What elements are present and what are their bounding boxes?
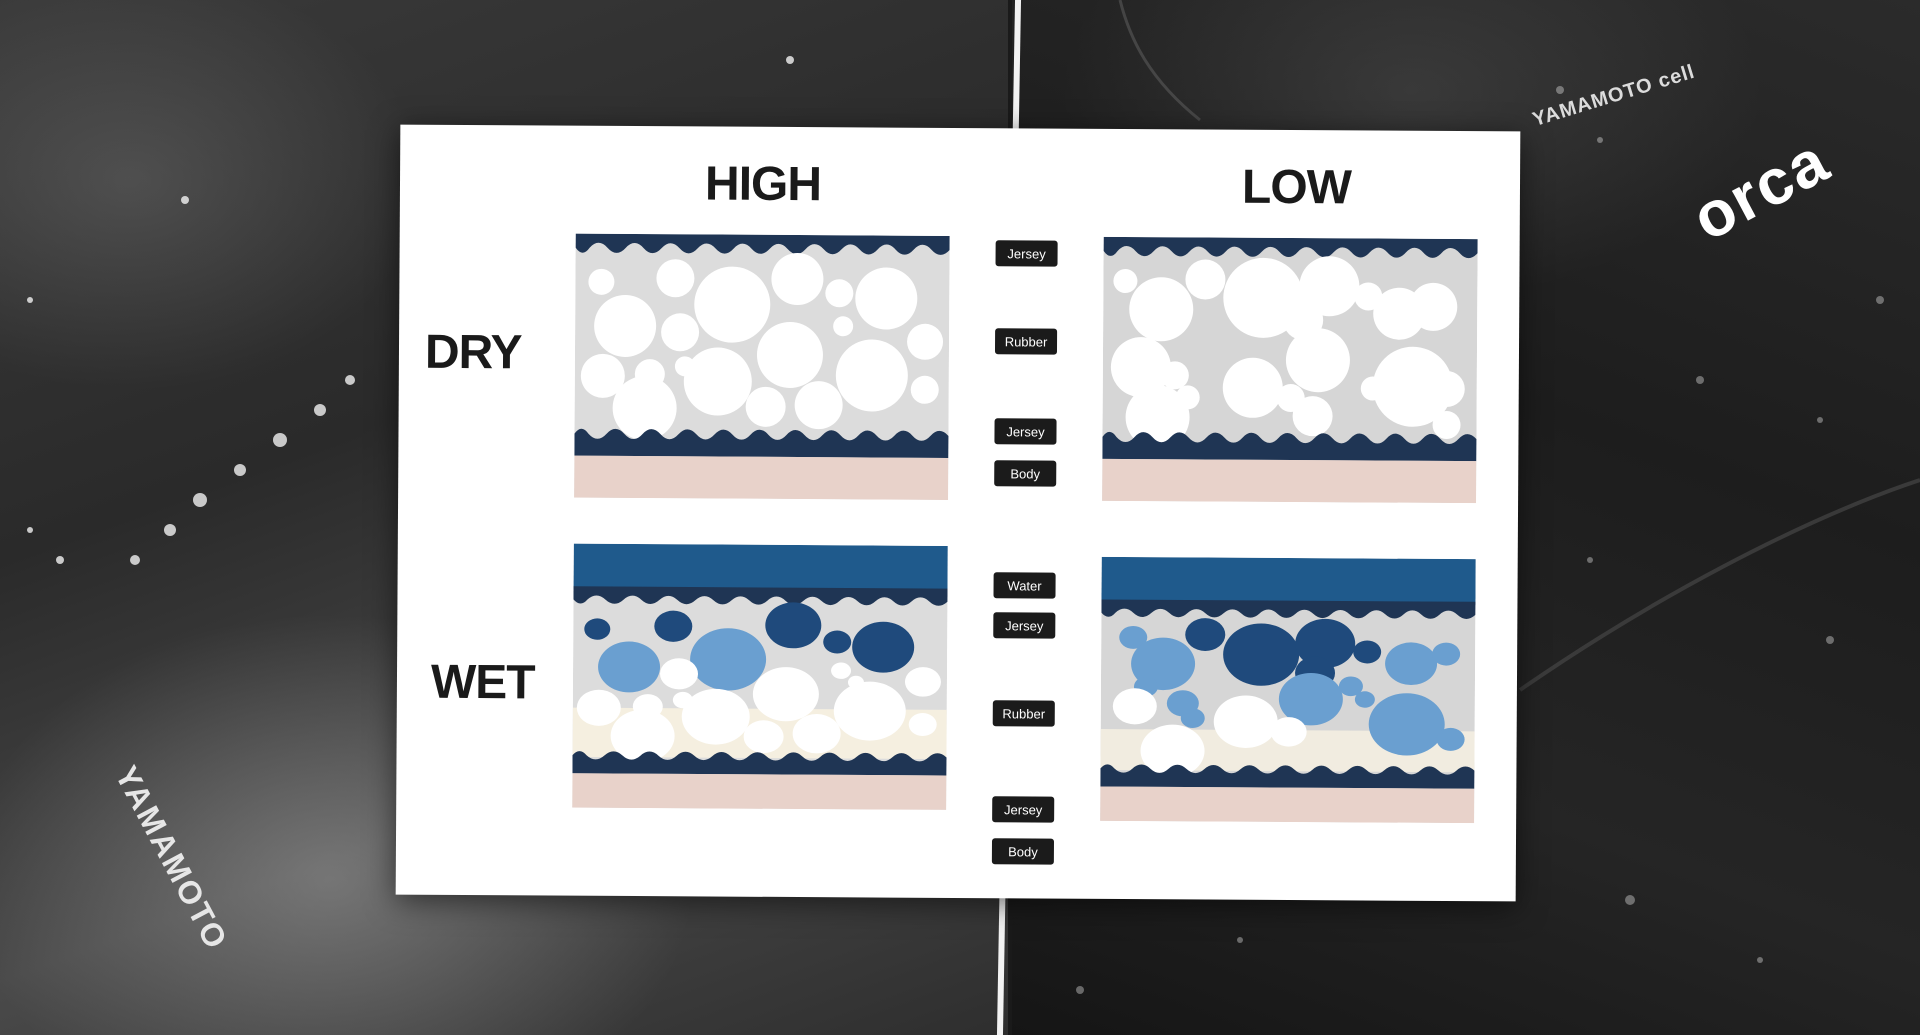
label-dry-rubber: Rubber	[994, 328, 1058, 355]
label-dry-jersey-bottom: Jersey	[994, 418, 1057, 445]
panel-high-dry	[574, 233, 950, 500]
column-heading-high: HIGH	[704, 157, 822, 212]
panel-low-dry	[1102, 236, 1478, 504]
label-wet-jersey-bottom: Jersey	[992, 796, 1055, 823]
label-wet-jersey-top: Jersey	[993, 612, 1056, 639]
label-wet-body: Body	[991, 838, 1055, 865]
label-dry-body: Body	[994, 460, 1057, 487]
column-heading-low: LOW	[1241, 160, 1352, 215]
row-heading-wet: WET	[430, 655, 535, 710]
label-wet-water: Water	[993, 572, 1056, 599]
panel-high-wet	[572, 543, 948, 810]
label-wet-rubber: Rubber	[992, 700, 1055, 727]
row-heading-dry: DRY	[424, 325, 522, 380]
diagram-card: HIGH LOW DRY WET	[395, 124, 1521, 902]
panel-low-wet	[1100, 556, 1476, 824]
label-dry-jersey-top: Jersey	[995, 240, 1058, 267]
